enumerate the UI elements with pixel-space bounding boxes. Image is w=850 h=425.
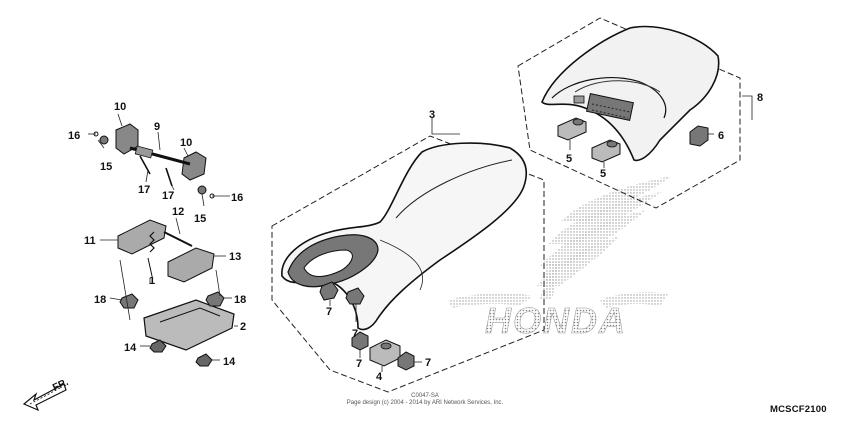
callout-1: 1 bbox=[149, 275, 155, 287]
cushion-4 bbox=[369, 339, 401, 367]
callout-17b: 17 bbox=[162, 190, 174, 202]
nut-14-right bbox=[195, 353, 213, 367]
callout-14a: 14 bbox=[124, 342, 137, 354]
callout-7c: 7 bbox=[356, 358, 362, 370]
callout-18b: 18 bbox=[234, 294, 246, 306]
main-seat-group bbox=[271, 135, 545, 393]
rod-12 bbox=[163, 231, 193, 247]
hinge-bracket-11 bbox=[117, 219, 167, 255]
diagram-part-code: MCSCF2100 bbox=[770, 404, 827, 415]
nut-14-left bbox=[149, 339, 167, 353]
seat-base-bracket-2 bbox=[143, 299, 235, 351]
callout-8: 8 bbox=[757, 92, 763, 104]
bolt-18-right bbox=[205, 291, 225, 307]
nut-6 bbox=[689, 125, 709, 147]
callout-2: 2 bbox=[240, 321, 246, 333]
hinge-bracket-13 bbox=[167, 247, 215, 283]
rubber-cushion-5b bbox=[591, 139, 621, 163]
callout-6: 6 bbox=[718, 130, 724, 142]
spring-1 bbox=[147, 231, 155, 277]
leader-lines bbox=[88, 95, 753, 372]
rubber-cushion-5a bbox=[557, 117, 587, 141]
callout-16a: 16 bbox=[68, 130, 80, 142]
callout-9: 9 bbox=[154, 121, 160, 133]
callout-7d: 7 bbox=[425, 357, 431, 369]
callout-15a: 15 bbox=[100, 161, 112, 173]
callout-10a: 10 bbox=[114, 101, 126, 113]
callout-11: 11 bbox=[84, 235, 96, 247]
clip-7-right bbox=[345, 287, 365, 305]
callout-13: 13 bbox=[229, 251, 241, 263]
callout-16b: 16 bbox=[231, 192, 243, 204]
callout-17a: 17 bbox=[138, 184, 150, 196]
svg-text:HONDA: HONDA bbox=[485, 300, 627, 341]
copyright-code: C0047-SA bbox=[411, 393, 439, 399]
callout-12: 12 bbox=[172, 206, 184, 218]
callout-5b: 5 bbox=[600, 168, 606, 180]
callout-7a: 7 bbox=[326, 306, 332, 318]
callout-10b: 10 bbox=[180, 137, 192, 149]
clip-7-left bbox=[319, 281, 339, 301]
callout-18a: 18 bbox=[94, 294, 106, 306]
callout-3: 3 bbox=[429, 109, 435, 121]
honda-wing-watermark bbox=[448, 176, 672, 308]
copyright-text: Page design (c) 2004 - 2014 by ARI Netwo… bbox=[346, 400, 504, 406]
copyright-notice: C0047-SA Page design (c) 2004 - 2014 by … bbox=[0, 393, 850, 407]
bolt-18-left bbox=[119, 293, 139, 309]
callout-4: 4 bbox=[376, 371, 383, 383]
clip-7-lower bbox=[351, 331, 369, 351]
front-direction-arrow: FR. bbox=[22, 377, 71, 412]
callout-numbers: 1 2 3 4 5 5 6 7 7 7 7 8 9 10 10 11 12 13… bbox=[68, 92, 763, 383]
callout-5a: 5 bbox=[566, 153, 572, 165]
fr-label: FR. bbox=[51, 377, 70, 394]
callout-15b: 15 bbox=[194, 213, 206, 225]
callout-14b: 14 bbox=[223, 356, 236, 368]
clip-7-right-lower bbox=[397, 351, 415, 371]
seat-lock-hardware bbox=[93, 123, 215, 199]
seat-hinge-latch bbox=[586, 93, 634, 121]
honda-wordmark-watermark: HONDA bbox=[485, 300, 627, 342]
rear-seat-group bbox=[517, 17, 741, 209]
callout-7b: 7 bbox=[352, 328, 358, 340]
